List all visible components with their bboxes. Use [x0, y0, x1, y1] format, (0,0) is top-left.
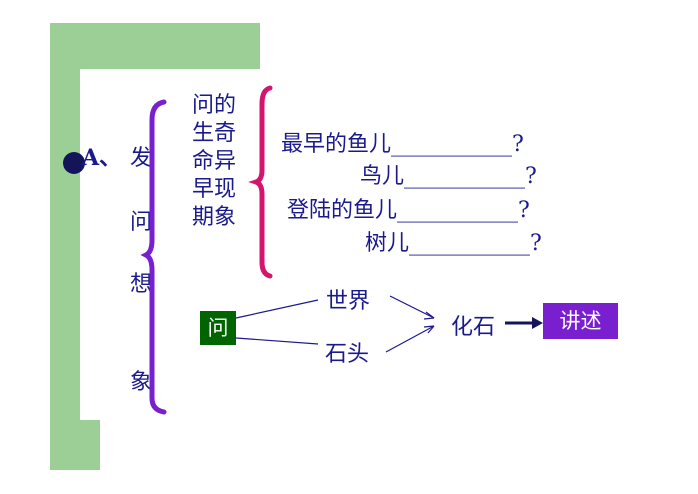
question-row: 最早的鱼儿___________?	[281, 126, 524, 158]
question-topics: 问的 生奇 命异 早现 期象	[192, 92, 236, 232]
brace-magenta	[248, 85, 273, 279]
connector-line	[385, 325, 435, 353]
question-mark: ?	[518, 198, 530, 223]
answer-blank[interactable]: ___________	[409, 231, 531, 256]
question-mark: ?	[530, 231, 542, 256]
flow-branch-bottom: 石头	[325, 342, 370, 367]
frame-left-bar	[50, 23, 80, 469]
question-text: 登陆的鱼儿	[287, 198, 398, 223]
question-row: 树儿___________?	[365, 225, 542, 257]
answer-blank[interactable]: ___________	[391, 132, 513, 157]
answer-blank[interactable]: ___________	[404, 164, 526, 189]
question-row: 鸟儿___________?	[360, 158, 537, 190]
connector-line	[235, 337, 319, 345]
question-text: 鸟儿	[360, 164, 405, 189]
question-mark: ?	[525, 164, 537, 189]
frame-bottom-block	[50, 420, 100, 470]
vertical-title-char: 想	[129, 272, 152, 297]
question-row: 登陆的鱼儿___________?	[287, 192, 530, 224]
brace-purple	[140, 99, 167, 415]
vertical-title-char: 问	[129, 210, 152, 235]
topic-line: 问的	[192, 93, 237, 118]
question-text: 树儿	[365, 231, 410, 256]
topic-line: 生奇	[192, 121, 237, 146]
question-text: 最早的鱼儿	[281, 132, 392, 157]
topic-line: 命异	[192, 149, 237, 174]
arrowhead-icon	[423, 311, 435, 320]
vertical-title-char: 象	[129, 370, 152, 395]
topic-line: 期象	[192, 205, 237, 230]
connector-line	[235, 299, 319, 319]
frame-top-bar	[50, 23, 260, 69]
flow-merge: 化石	[451, 315, 496, 340]
section-label: A、	[82, 145, 122, 171]
arrowhead-icon	[423, 325, 435, 334]
connector-line	[389, 295, 435, 319]
topic-line: 早现	[192, 177, 237, 202]
bullet-dot-icon	[63, 152, 85, 174]
question-mark: ?	[512, 132, 524, 157]
vertical-title-char: 发	[129, 146, 152, 171]
flow-end-box: 讲述	[543, 303, 618, 339]
flow-start-box: 问	[200, 311, 236, 345]
answer-blank[interactable]: ___________	[397, 198, 519, 223]
arrowhead-icon	[532, 317, 543, 329]
flow-branch-top: 世界	[326, 289, 371, 314]
